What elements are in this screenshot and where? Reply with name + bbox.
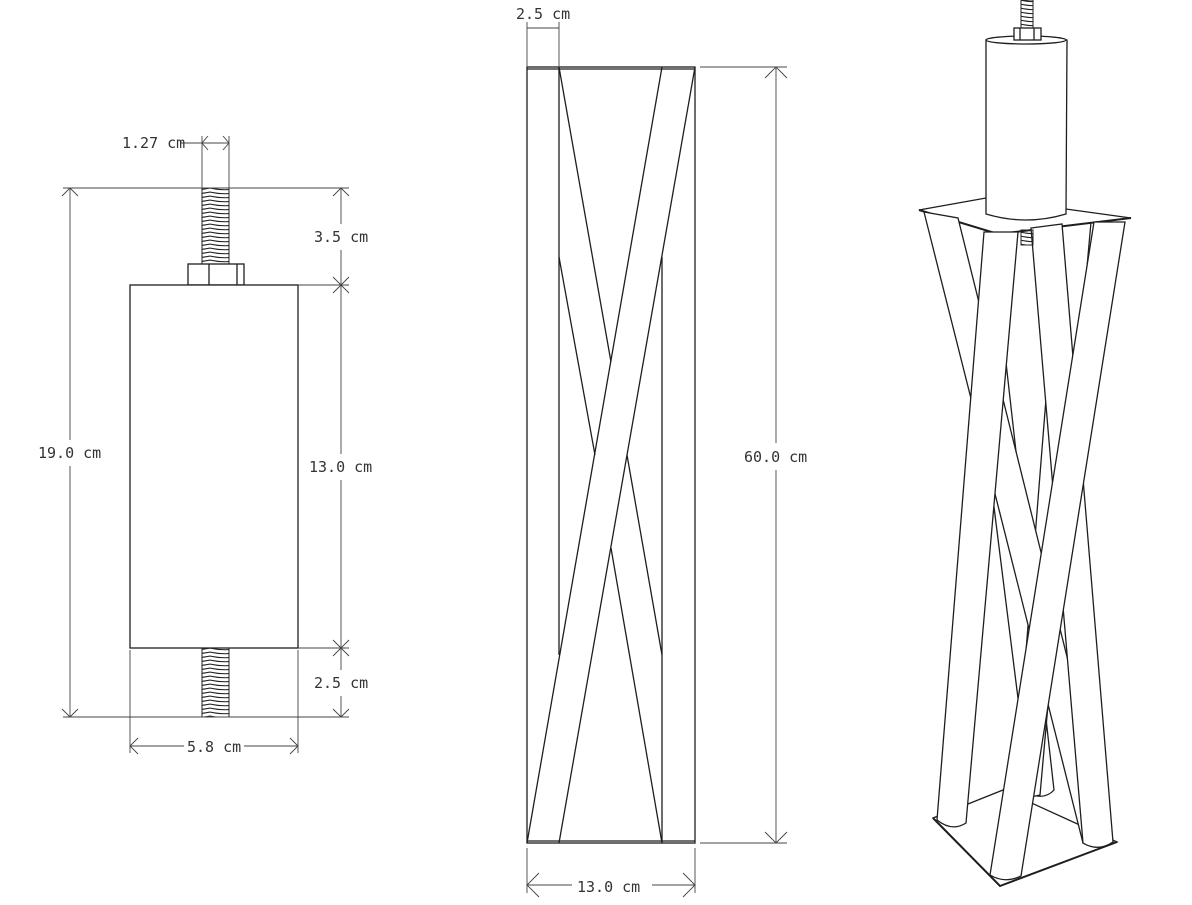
nut (187, 263, 245, 286)
label-overall-height: 19.0 cm (38, 444, 101, 462)
left-view: 1.27 cm 19.0 cm 3.5 cm 13.0 cm (38, 134, 372, 756)
dim-top-thread: 3.5 cm (314, 187, 368, 286)
dim-leg-width: 2.5 cm (516, 5, 570, 67)
dim-bottom-thread: 2.5 cm (314, 647, 368, 718)
label-top-thread: 3.5 cm (314, 228, 368, 246)
dim-rod-diameter: 1.27 cm (122, 134, 230, 188)
outer-frame (526, 66, 696, 844)
iso-nut (1013, 27, 1042, 41)
label-bottom-thread: 2.5 cm (314, 674, 368, 692)
dim-base-width: 13.0 cm (526, 848, 696, 898)
lower-thread (1020, 229, 1034, 246)
dim-total-height: 60.0 cm (700, 66, 807, 844)
front-legs (923, 211, 1126, 881)
cylinder-block (985, 35, 1068, 221)
dim-block-height: 13.0 cm (309, 284, 372, 649)
label-base-width: 13.0 cm (577, 878, 640, 896)
label-total-height: 60.0 cm (744, 448, 807, 466)
right-view (918, 0, 1132, 888)
bottom-threaded-rod (201, 647, 230, 718)
label-block-height: 13.0 cm (309, 458, 372, 476)
spacer-block (129, 284, 299, 649)
upper-thread (1020, 0, 1034, 29)
label-block-width: 5.8 cm (187, 738, 241, 756)
label-rod-diameter: 1.27 cm (122, 134, 185, 152)
middle-view: 2.5 cm 60.0 cm 13.0 cm (516, 5, 807, 898)
dim-block-width: 5.8 cm (129, 737, 299, 756)
dim-overall-height: 19.0 cm (38, 187, 101, 718)
top-threaded-rod (201, 187, 230, 265)
label-leg-width: 2.5 cm (516, 5, 570, 23)
